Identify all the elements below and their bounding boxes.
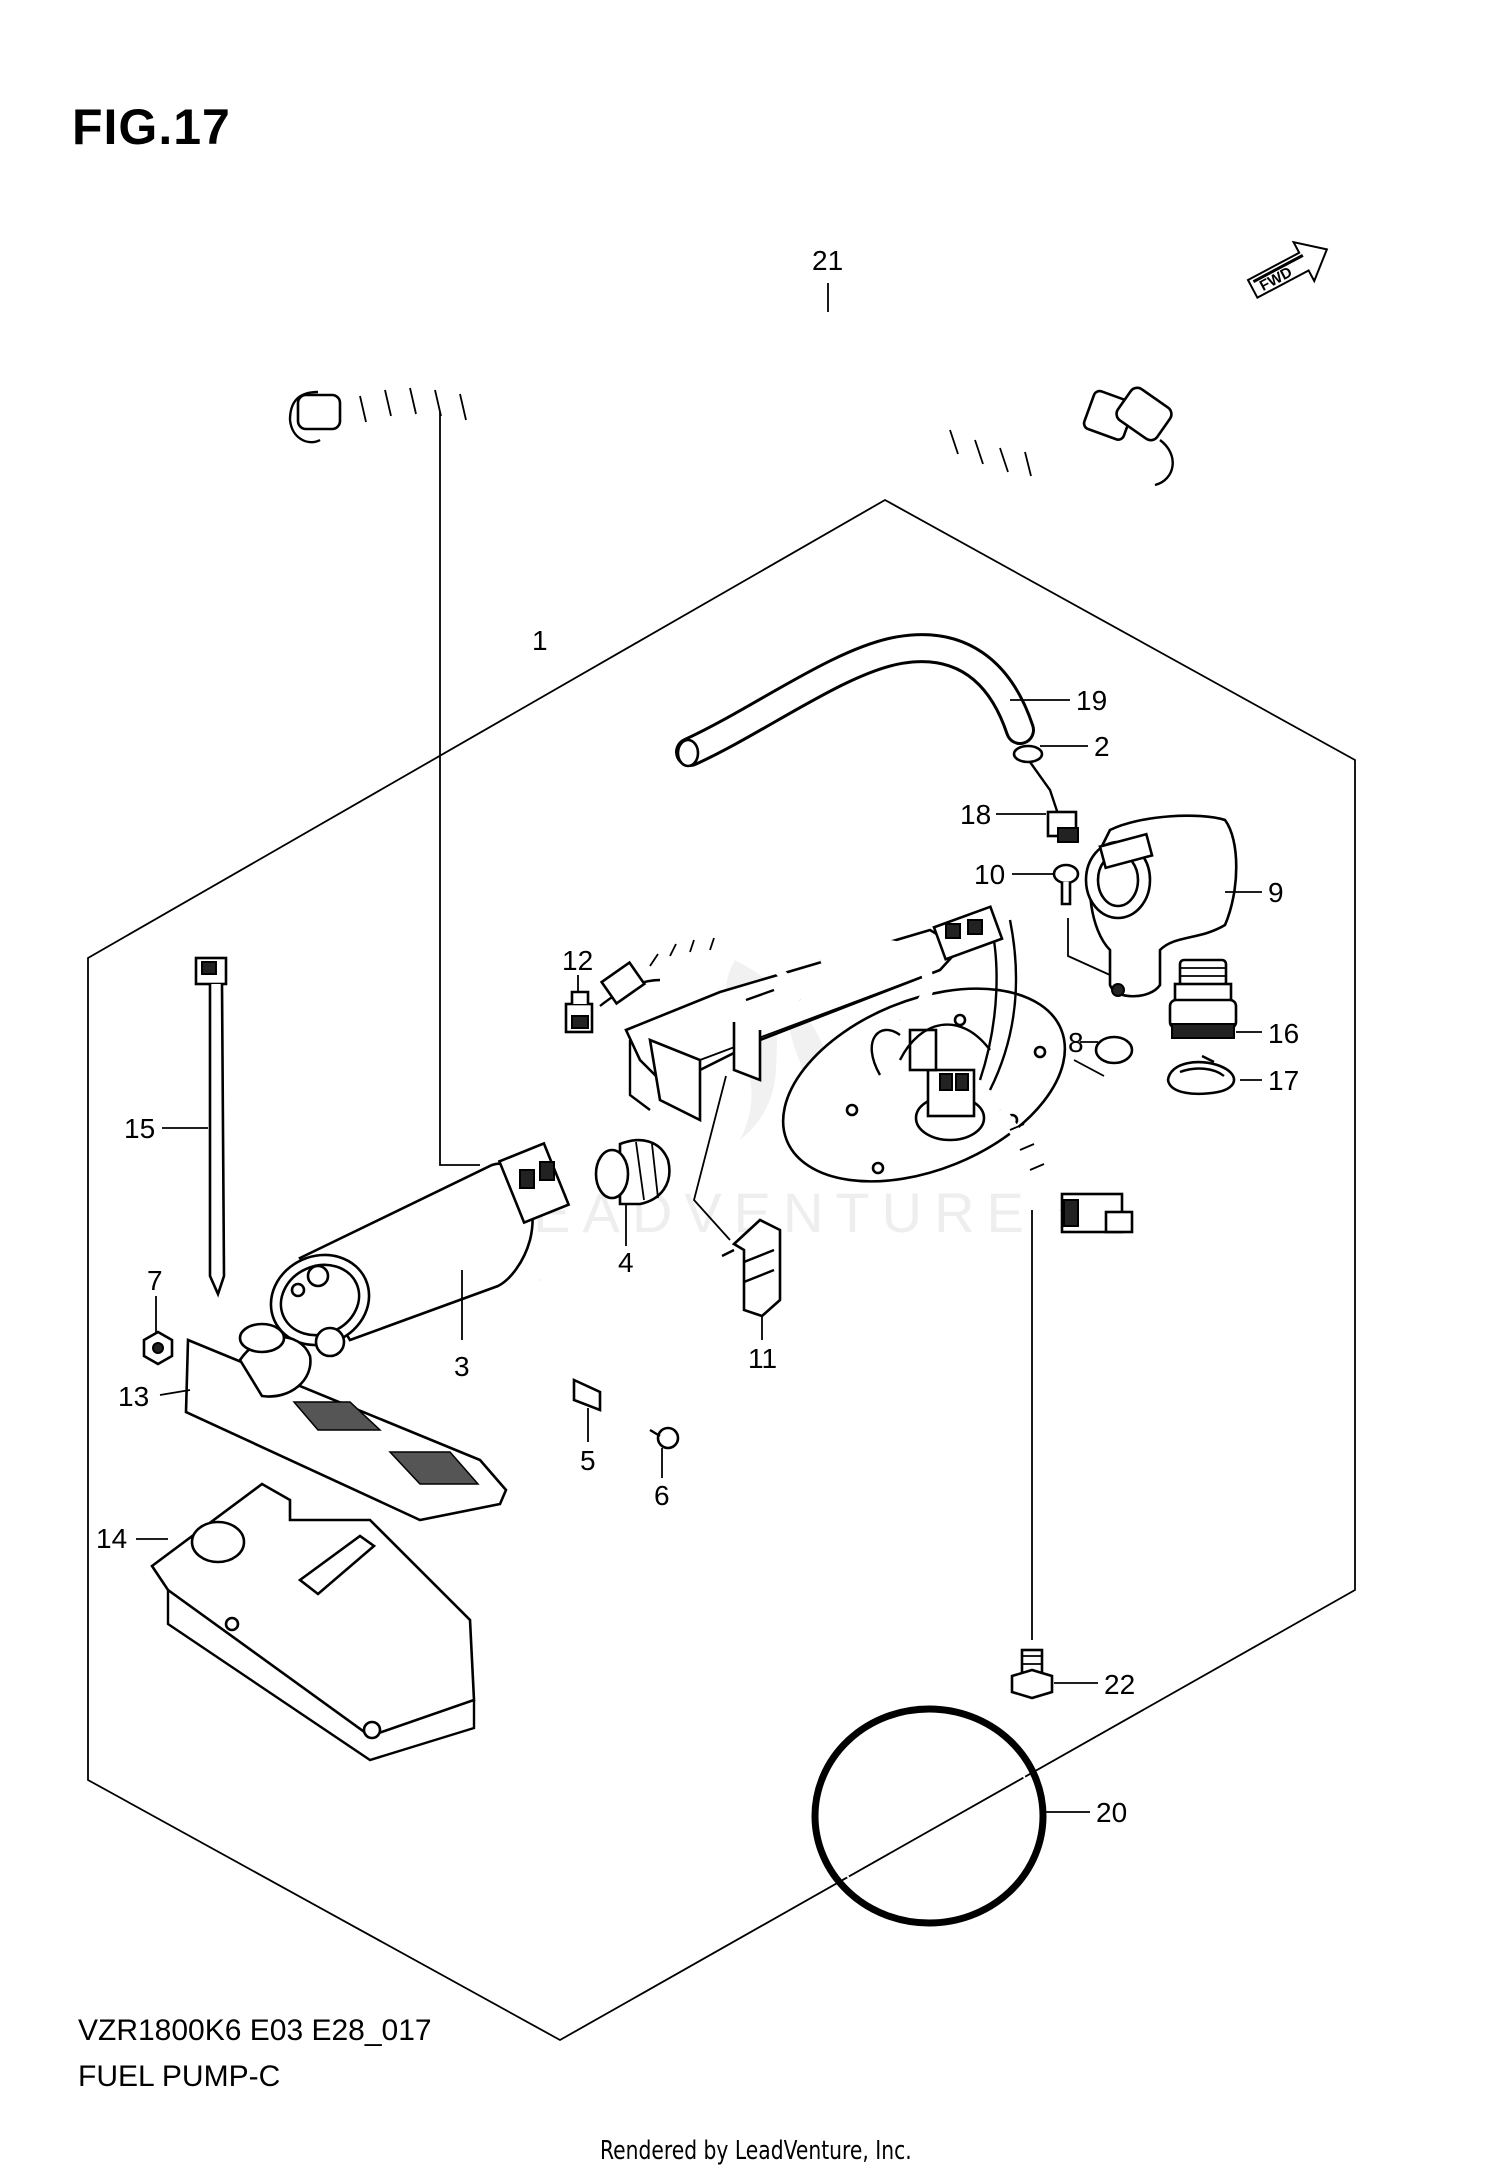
callout-11: 11 — [748, 1343, 777, 1374]
model-code: VZR1800K6 E03 E28_017 — [78, 2014, 432, 2047]
regulator-housing-9 — [1084, 814, 1238, 998]
assembly-outline — [87, 498, 1356, 2042]
callout-6: 6 — [654, 1480, 670, 1511]
fuel-hose-21 — [288, 298, 1174, 487]
breather-hose-19 — [675, 633, 1035, 768]
fuel-cup-14 — [150, 1482, 476, 1762]
harness-connector-top — [932, 905, 1004, 961]
hose-guide-line — [439, 412, 480, 1166]
callout-16: 16 — [1268, 1018, 1299, 1049]
callout-21: 21 — [812, 245, 843, 276]
harness-connector-bottom — [1060, 1192, 1134, 1234]
cable-tie-15 — [194, 956, 228, 1298]
callout-7: 7 — [147, 1265, 163, 1296]
leader-line-13 — [159, 1389, 191, 1396]
fuel-pump-3 — [269, 1141, 571, 1358]
screw-6 — [649, 1426, 680, 1450]
diagram-name: FUEL PUMP-C — [78, 2060, 281, 2093]
figure-title: FIG.17 — [72, 99, 231, 155]
guide-line-8 — [1073, 1059, 1105, 1077]
clip-2 — [1012, 744, 1044, 764]
grommet-4 — [594, 1138, 671, 1206]
nut-7 — [142, 1330, 174, 1366]
wire-sleeve — [599, 960, 647, 1006]
render-credit: Rendered by LeadVenture, Inc. — [600, 2136, 912, 2166]
callout-1: 1 — [532, 625, 548, 656]
wire-holder-11 — [721, 1218, 782, 1318]
retaining-clip-17 — [1166, 1054, 1236, 1096]
callout-5: 5 — [580, 1445, 596, 1476]
callout-15: 15 — [124, 1113, 155, 1144]
callout-22: 22 — [1104, 1669, 1135, 1700]
screw-10 — [1052, 863, 1080, 906]
callout-12: 12 — [562, 945, 593, 976]
fitting-16 — [1168, 958, 1238, 1039]
callout-17: 17 — [1268, 1065, 1299, 1096]
callout-10: 10 — [974, 859, 1005, 890]
callout-14: 14 — [96, 1523, 127, 1554]
bolt-22 — [1010, 1648, 1054, 1700]
gasket-20 — [811, 1705, 1047, 1927]
callout-3: 3 — [454, 1351, 470, 1382]
pump-band-5 — [536, 1262, 668, 1420]
fuel-filter-13 — [184, 1322, 508, 1522]
guide-line-11 — [693, 1075, 731, 1241]
callout-2: 2 — [1094, 731, 1110, 762]
callout-13: 13 — [118, 1381, 149, 1412]
callout-4: 4 — [618, 1247, 634, 1278]
callout-8: 8 — [1068, 1027, 1084, 1058]
callout-9: 9 — [1268, 877, 1284, 908]
fwd-direction-arrow: FWD — [1246, 240, 1329, 300]
wire-harness — [631, 919, 1065, 1214]
guide-line-9 — [1067, 918, 1111, 976]
callout-20: 20 — [1096, 1797, 1127, 1828]
callout-19: 19 — [1076, 685, 1107, 716]
pump-flange-assembly — [624, 928, 1067, 1183]
callout-18: 18 — [960, 799, 991, 830]
wire-clamp-12 — [564, 990, 594, 1034]
breather-fitting-18 — [1029, 761, 1079, 843]
o-ring-8 — [1094, 1035, 1134, 1065]
